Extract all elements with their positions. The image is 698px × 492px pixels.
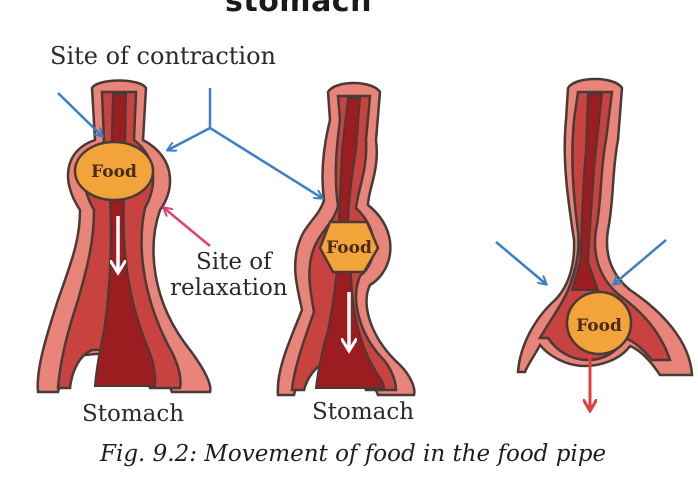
food-bolus-1 [73, 140, 155, 202]
food-pipe-1: Food [36, 79, 212, 394]
relaxation-arrow [164, 208, 211, 247]
food-label-3: Food [576, 316, 622, 336]
contraction-arrow-3 [209, 126, 322, 198]
contraction-arrow-4 [495, 241, 546, 284]
contraction-arrow-2 [168, 88, 212, 150]
site-of-relaxation-label-line2: relaxation [170, 275, 288, 301]
food-bolus-2 [318, 220, 380, 274]
site-of-contraction-label: Site of contraction [50, 42, 276, 70]
contraction-arrow-5 [614, 239, 667, 284]
site-of-relaxation-label-line1: Site of [196, 249, 272, 275]
stomach-label-2: Stomach [312, 399, 415, 425]
section-heading: stomach [225, 0, 372, 19]
food-pipe-3: Food [516, 77, 694, 377]
food-pipe-2: Food [276, 81, 416, 397]
food-label-1: Food [91, 162, 137, 182]
figure-caption: Fig. 9.2: Movement of food in the food p… [100, 441, 607, 467]
food-bolus-3 [565, 290, 633, 356]
contraction-arrow-1 [57, 92, 102, 136]
stomach-label-1: Stomach [82, 401, 185, 427]
food-label-2: Food [326, 238, 372, 258]
